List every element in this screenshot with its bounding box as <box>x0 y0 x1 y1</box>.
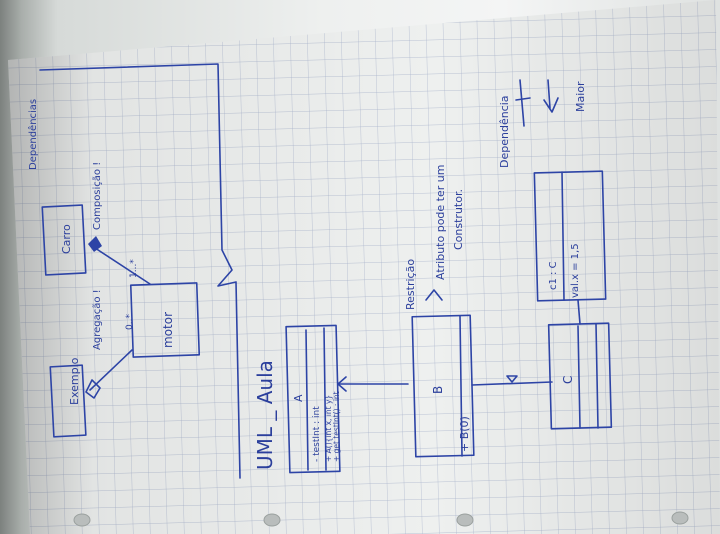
class-b-box <box>411 314 553 458</box>
class-a-box <box>285 324 409 474</box>
object-c1-name: c1 : C <box>548 261 559 290</box>
diamond-filled <box>88 236 102 252</box>
class-c-box <box>547 299 613 430</box>
note-restricao: Restrição <box>404 259 417 310</box>
class-a-attr: - testInt : int <box>312 406 322 462</box>
binder-hole <box>671 511 689 525</box>
link-c-to-object <box>577 299 581 325</box>
link-exemplo-motor <box>89 349 133 391</box>
label-motor: motor <box>161 312 175 348</box>
note-text-2: Construtor. <box>452 189 465 250</box>
label-exemplo: Exemplo <box>68 357 81 405</box>
link-motor-carro <box>91 245 151 285</box>
binder-hole <box>456 513 474 527</box>
note-text-1: Atributo pode ter um <box>434 165 447 280</box>
page-title: UML _ Aula <box>253 360 277 470</box>
realization-arrow <box>506 375 518 383</box>
binder-hole <box>73 513 91 527</box>
label-carro: Carro <box>60 224 73 254</box>
class-c-name: C <box>561 376 575 384</box>
binder-hole <box>263 513 281 527</box>
label-composicao: Composição ! <box>92 162 103 230</box>
class-b-op: + B(0) <box>458 416 471 452</box>
label-mult-left: 0..* <box>125 314 135 330</box>
diamond-hollow <box>85 379 101 399</box>
label-dependencias: Dependências <box>27 99 39 170</box>
object-c1-box <box>533 170 607 302</box>
box-exemplo <box>49 364 87 438</box>
right-note-arrow <box>543 79 559 113</box>
note-arrow <box>425 289 443 301</box>
box-motor <box>129 282 201 358</box>
label-agregacao: Agregação ! <box>92 289 103 350</box>
right-note-1: Dependência <box>498 95 511 168</box>
divider-line <box>39 63 241 479</box>
label-mult-right: 1...* <box>129 259 139 278</box>
class-a-op1: + A(){int x, int y} <box>324 395 333 462</box>
class-a-op2: + get testInt() : int <box>332 391 341 462</box>
paper-shading <box>8 0 720 534</box>
right-note-mark <box>515 79 531 127</box>
binder-holes <box>73 511 689 527</box>
class-b-name: B <box>431 386 445 394</box>
object-c1-attr: val.x = 1,5 <box>570 243 581 298</box>
right-note-2: Maior <box>574 81 587 112</box>
class-a-name: A <box>292 394 305 402</box>
example-aggregation <box>41 204 201 438</box>
box-carro <box>41 204 87 276</box>
